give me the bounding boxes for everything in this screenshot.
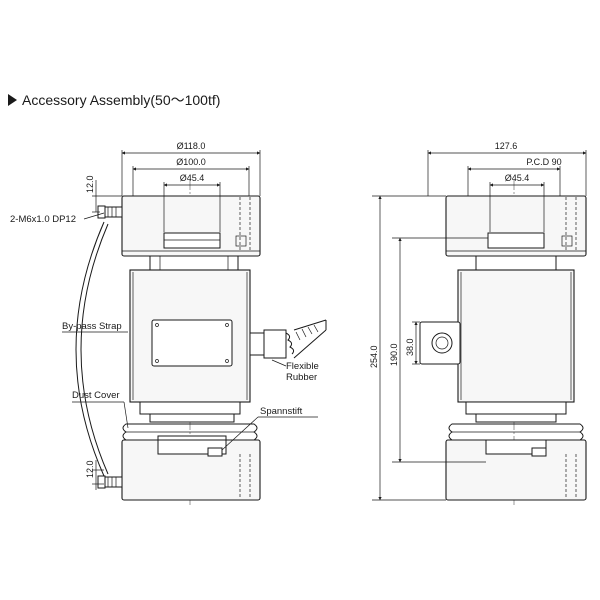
left-vertical-12-top: 12.0 xyxy=(85,175,122,213)
side-hole xyxy=(431,332,453,354)
cable-gland xyxy=(249,319,327,359)
right-main-body xyxy=(457,269,575,403)
label-bypass-strap: By-pass Strap xyxy=(62,321,122,332)
label-plate xyxy=(151,319,233,367)
dim-12-top: 12.0 xyxy=(85,175,95,193)
dim-height-38: 38.0 xyxy=(405,338,415,356)
left-lower-collar xyxy=(139,401,241,415)
bypass-strap xyxy=(75,221,105,477)
spannstift-pin xyxy=(207,447,223,457)
dim-12-bottom: 12.0 xyxy=(85,460,95,478)
left-top-dimensions: Ø118.0 Ø100.0 Ø45.4 xyxy=(121,141,261,232)
dim-height-254: 254.0 xyxy=(369,345,379,368)
left-top-neck xyxy=(163,232,221,249)
dim-diameter-100: Ø100.0 xyxy=(176,157,206,167)
triangle-bullet-icon xyxy=(8,94,17,106)
left-view: Ø118.0 Ø100.0 Ø45.4 12.0 12.0 2-M6x1.0 D… xyxy=(10,141,327,505)
label-screw-spec: 2-M6x1.0 DP12 xyxy=(10,214,76,225)
label-rubber: Rubber xyxy=(286,372,317,383)
left-vertical-12-bottom: 12.0 xyxy=(85,460,104,490)
dim-diameter-45-left: Ø45.4 xyxy=(180,173,205,183)
dim-pcd-90: P.C.D 90 xyxy=(526,157,561,167)
label-flexible: Flexible xyxy=(286,361,319,372)
left-callouts: 2-M6x1.0 DP12 By-pass Strap Dust Cover F… xyxy=(10,212,319,451)
right-vertical-dimensions: 254.0 190.0 38.0 xyxy=(369,195,488,501)
dim-height-190: 190.0 xyxy=(389,343,399,366)
left-upper-collar xyxy=(149,255,239,271)
left-bottom-screw xyxy=(97,475,123,489)
right-view: 127.6 P.C.D 90 Ø45.4 254.0 190.0 38.0 xyxy=(369,141,587,505)
dim-diameter-45-right: Ø45.4 xyxy=(505,173,530,183)
dim-diameter-118: Ø118.0 xyxy=(177,141,206,151)
section-title: Accessory Assembly(50～100tf) xyxy=(22,92,220,108)
left-top-screw xyxy=(97,205,123,219)
right-top-dimensions: 127.6 P.C.D 90 Ø45.4 xyxy=(427,141,587,232)
label-dust-cover: Dust Cover xyxy=(72,390,120,401)
label-spannstift: Spannstift xyxy=(260,406,303,417)
dim-width-127: 127.6 xyxy=(495,141,518,151)
section-header: Accessory Assembly(50～100tf) xyxy=(8,92,220,108)
